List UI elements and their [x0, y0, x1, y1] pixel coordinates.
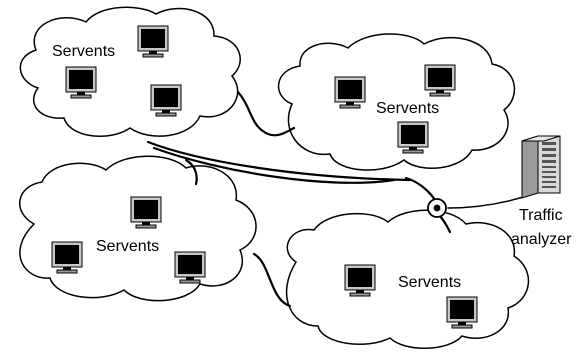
cloud-label: Servents	[398, 274, 461, 291]
link-topleft-topright	[236, 90, 296, 137]
cloud-bottom-right: Servents	[285, 209, 530, 349]
link-topleft-to-bottomright	[152, 146, 396, 184]
link-backbone-tap	[404, 176, 438, 204]
analyzer-label-line2: analyzer	[511, 231, 572, 248]
server-tower-icon	[521, 135, 561, 199]
link-topleft-bottomleft	[184, 158, 198, 186]
cloud-top-right: Servents	[277, 33, 516, 171]
analyzer-label-line1: Traffic	[519, 207, 563, 224]
cloud-top-left: Servents	[19, 6, 241, 138]
cloud-label: Servents	[96, 238, 159, 255]
cloud-label: Servents	[376, 100, 439, 117]
link-topleft-backbone	[146, 140, 412, 182]
network-links	[146, 90, 537, 308]
cloud-bottom-left: Servents	[18, 155, 257, 302]
cloud-label: Servents	[52, 43, 115, 60]
network-tap-icon	[427, 198, 447, 218]
link-tap-bottomright	[438, 214, 452, 234]
link-bottomleft-bottomright	[252, 252, 292, 308]
